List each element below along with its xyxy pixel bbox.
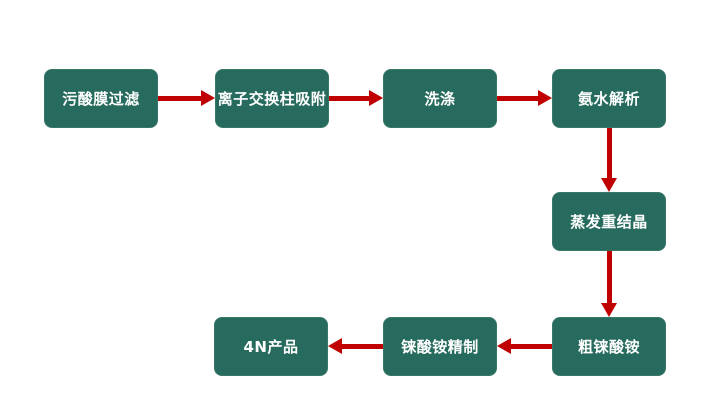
arrow-head-icon xyxy=(369,90,383,106)
node-label: 离子交换柱吸附 xyxy=(217,90,327,108)
node-label: 4N产品 xyxy=(243,338,299,356)
arrow-shaft xyxy=(497,95,540,101)
arrow-left-crude-to-refining xyxy=(497,338,552,354)
arrow-shaft xyxy=(606,128,612,180)
node-label: 粗铼酸铵 xyxy=(577,338,640,356)
arrow-right-adsorption-to-washing xyxy=(329,90,383,106)
node-label: 氨水解析 xyxy=(577,90,640,108)
arrow-head-icon xyxy=(601,303,617,317)
node-label: 污酸膜过滤 xyxy=(62,90,140,108)
node-evaporation-recrystallization: 蒸发重结晶 xyxy=(552,192,666,251)
arrow-head-icon xyxy=(601,178,617,192)
node-ammonia-desorption: 氨水解析 xyxy=(552,69,666,128)
arrow-head-icon xyxy=(201,90,215,106)
arrow-right-washing-to-desorption xyxy=(497,90,552,106)
arrow-shaft xyxy=(509,343,552,349)
arrow-shaft xyxy=(329,95,371,101)
node-label: 铼酸铵精制 xyxy=(401,338,479,356)
arrow-shaft xyxy=(606,251,612,305)
node-label: 洗涤 xyxy=(424,90,456,108)
node-crude-ammonium-rhenate: 粗铼酸铵 xyxy=(552,317,666,376)
node-4n-product: 4N产品 xyxy=(214,317,328,376)
node-label: 蒸发重结晶 xyxy=(570,213,648,231)
arrow-left-refining-to-product xyxy=(328,338,383,354)
node-ammonium-rhenate-refining: 铼酸铵精制 xyxy=(383,317,497,376)
arrow-down-desorption-to-recrystallization xyxy=(601,128,617,192)
node-waste-acid-membrane-filtration: 污酸膜过滤 xyxy=(44,69,158,128)
arrow-head-icon xyxy=(538,90,552,106)
arrow-head-icon xyxy=(497,338,511,354)
arrow-head-icon xyxy=(328,338,342,354)
arrow-shaft xyxy=(340,343,383,349)
arrow-shaft xyxy=(158,95,203,101)
arrow-down-recrystallization-to-crude xyxy=(601,251,617,317)
node-ion-exchange-column-adsorption: 离子交换柱吸附 xyxy=(215,69,329,128)
node-washing: 洗涤 xyxy=(383,69,497,128)
arrow-right-filtration-to-adsorption xyxy=(158,90,215,106)
